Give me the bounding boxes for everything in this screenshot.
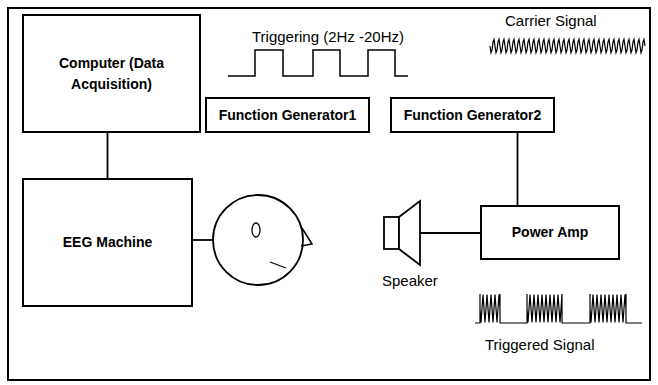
connector-line (107, 133, 108, 178)
eeg-lead-wire (193, 239, 213, 241)
speaker-wire (420, 232, 480, 234)
head-ear (252, 223, 260, 237)
carrier-sine-wave (490, 39, 645, 52)
electrode-mark (270, 262, 286, 268)
process-box: EEG Machine (22, 178, 193, 307)
box-text: Computer (Data Acquisition) (24, 53, 199, 94)
box-text: Power Amp (506, 222, 595, 242)
signal-label: Speaker (380, 272, 440, 290)
box-text: Function Generator1 (213, 105, 363, 125)
head-nose (301, 228, 312, 246)
process-box: Power Amp (480, 205, 620, 260)
triggered-burst-wave (475, 294, 642, 323)
connector-stroke (517, 133, 519, 205)
trigger-square-wave (228, 50, 408, 76)
frame-border (8, 8, 650, 380)
box-text: Function Generator2 (398, 105, 548, 125)
connector-line (517, 133, 518, 205)
speaker-magnet (384, 217, 399, 249)
signal-label: Triggering (2Hz -20Hz) (250, 28, 406, 46)
box-text: EEG Machine (57, 232, 158, 252)
process-box: Function Generator1 (205, 97, 370, 133)
process-box: Computer (Data Acquisition) (22, 14, 201, 133)
signal-label: Carrier Signal (503, 12, 599, 30)
speaker-cone (399, 201, 420, 265)
connector-stroke (107, 133, 109, 178)
process-box: Function Generator2 (390, 97, 555, 133)
signal-label: Triggered Signal (483, 336, 597, 354)
head-outline (213, 195, 303, 285)
